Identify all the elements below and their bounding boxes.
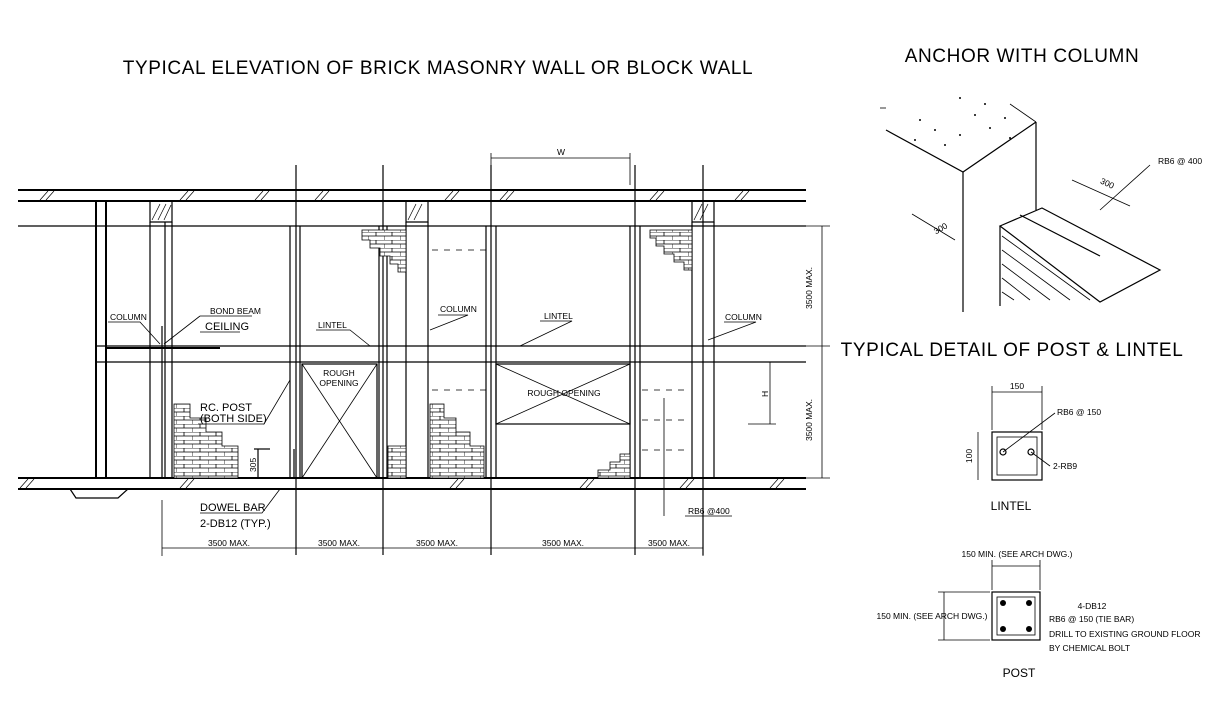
label-dowel-bar: DOWEL BAR (200, 502, 266, 514)
label-bond-beam: BOND BEAM (210, 306, 261, 316)
slab-hatch (39, 190, 750, 201)
label-ceiling: CEILING (205, 321, 249, 333)
post-lintel-title: TYPICAL DETAIL OF POST & LINTEL (841, 340, 1184, 361)
span-dim-2: 3500 MAX. (318, 538, 360, 548)
post-detail (938, 560, 1041, 641)
label-dowel-bar-spec: 2-DB12 (TYP.) (200, 518, 271, 530)
label-post-tie: RB6 @ 150 (TIE BAR) (1049, 614, 1134, 624)
label-dim-305: 305 (248, 458, 258, 472)
label-post-drill-1: DRILL TO EXISTING GROUND FLOOR (1049, 629, 1200, 639)
label-lintel-bars: 2-RB9 (1053, 461, 1077, 471)
label-lintel-width: 150 (1010, 381, 1024, 391)
post-caption: POST (1003, 666, 1036, 680)
lintel-caption: LINTEL (991, 499, 1032, 513)
label-lintel-2: LINTEL (544, 311, 573, 321)
span-dim-1: 3500 MAX. (208, 538, 250, 548)
lintel-detail (977, 386, 1056, 481)
label-post-bars: 4-DB12 (1078, 601, 1107, 611)
label-anchor-300-a: 300 (932, 220, 950, 236)
span-dim-3: 3500 MAX. (416, 538, 458, 548)
label-anchor-300-b: 300 (1099, 176, 1116, 191)
label-post-drill-2: BY CHEMICAL BOLT (1049, 643, 1130, 653)
label-rb6-400: RB6 @400 (688, 506, 730, 516)
label-post-height: 150 MIN. (SEE ARCH DWG.) (877, 611, 988, 621)
label-height-max-2: 3500 MAX. (804, 399, 814, 441)
elevation-title: TYPICAL ELEVATION OF BRICK MASONRY WALL … (123, 58, 753, 79)
label-column-mid: COLUMN (440, 304, 477, 314)
label-lintel-1: LINTEL (318, 320, 347, 330)
span-dim-5: 3500 MAX. (648, 538, 690, 548)
label-height-max-1: 3500 MAX. (804, 267, 814, 309)
label-anchor-rb6: RB6 @ 400 (1158, 156, 1202, 166)
anchor-drawing (880, 97, 1162, 312)
label-lintel-stirrup: RB6 @ 150 (1057, 407, 1101, 417)
elevation-drawing (18, 153, 830, 556)
label-h: H (760, 391, 770, 397)
label-lintel-height: 100 (964, 449, 974, 463)
label-rough-opening-2: ROUGH OPENING (527, 388, 600, 398)
label-column-left: COLUMN (110, 312, 147, 322)
label-w: W (557, 147, 565, 157)
label-post-width: 150 MIN. (SEE ARCH DWG.) (962, 549, 1073, 559)
span-dim-4: 3500 MAX. (542, 538, 584, 548)
label-rc-post: RC. POST (200, 402, 252, 414)
label-rough-opening-1b: OPENING (319, 378, 358, 388)
anchor-title: ANCHOR WITH COLUMN (905, 46, 1140, 67)
label-rc-post-both: (BOTH SIDE) (200, 413, 267, 425)
label-rough-opening-1a: ROUGH (323, 368, 355, 378)
label-column-right: COLUMN (725, 312, 762, 322)
